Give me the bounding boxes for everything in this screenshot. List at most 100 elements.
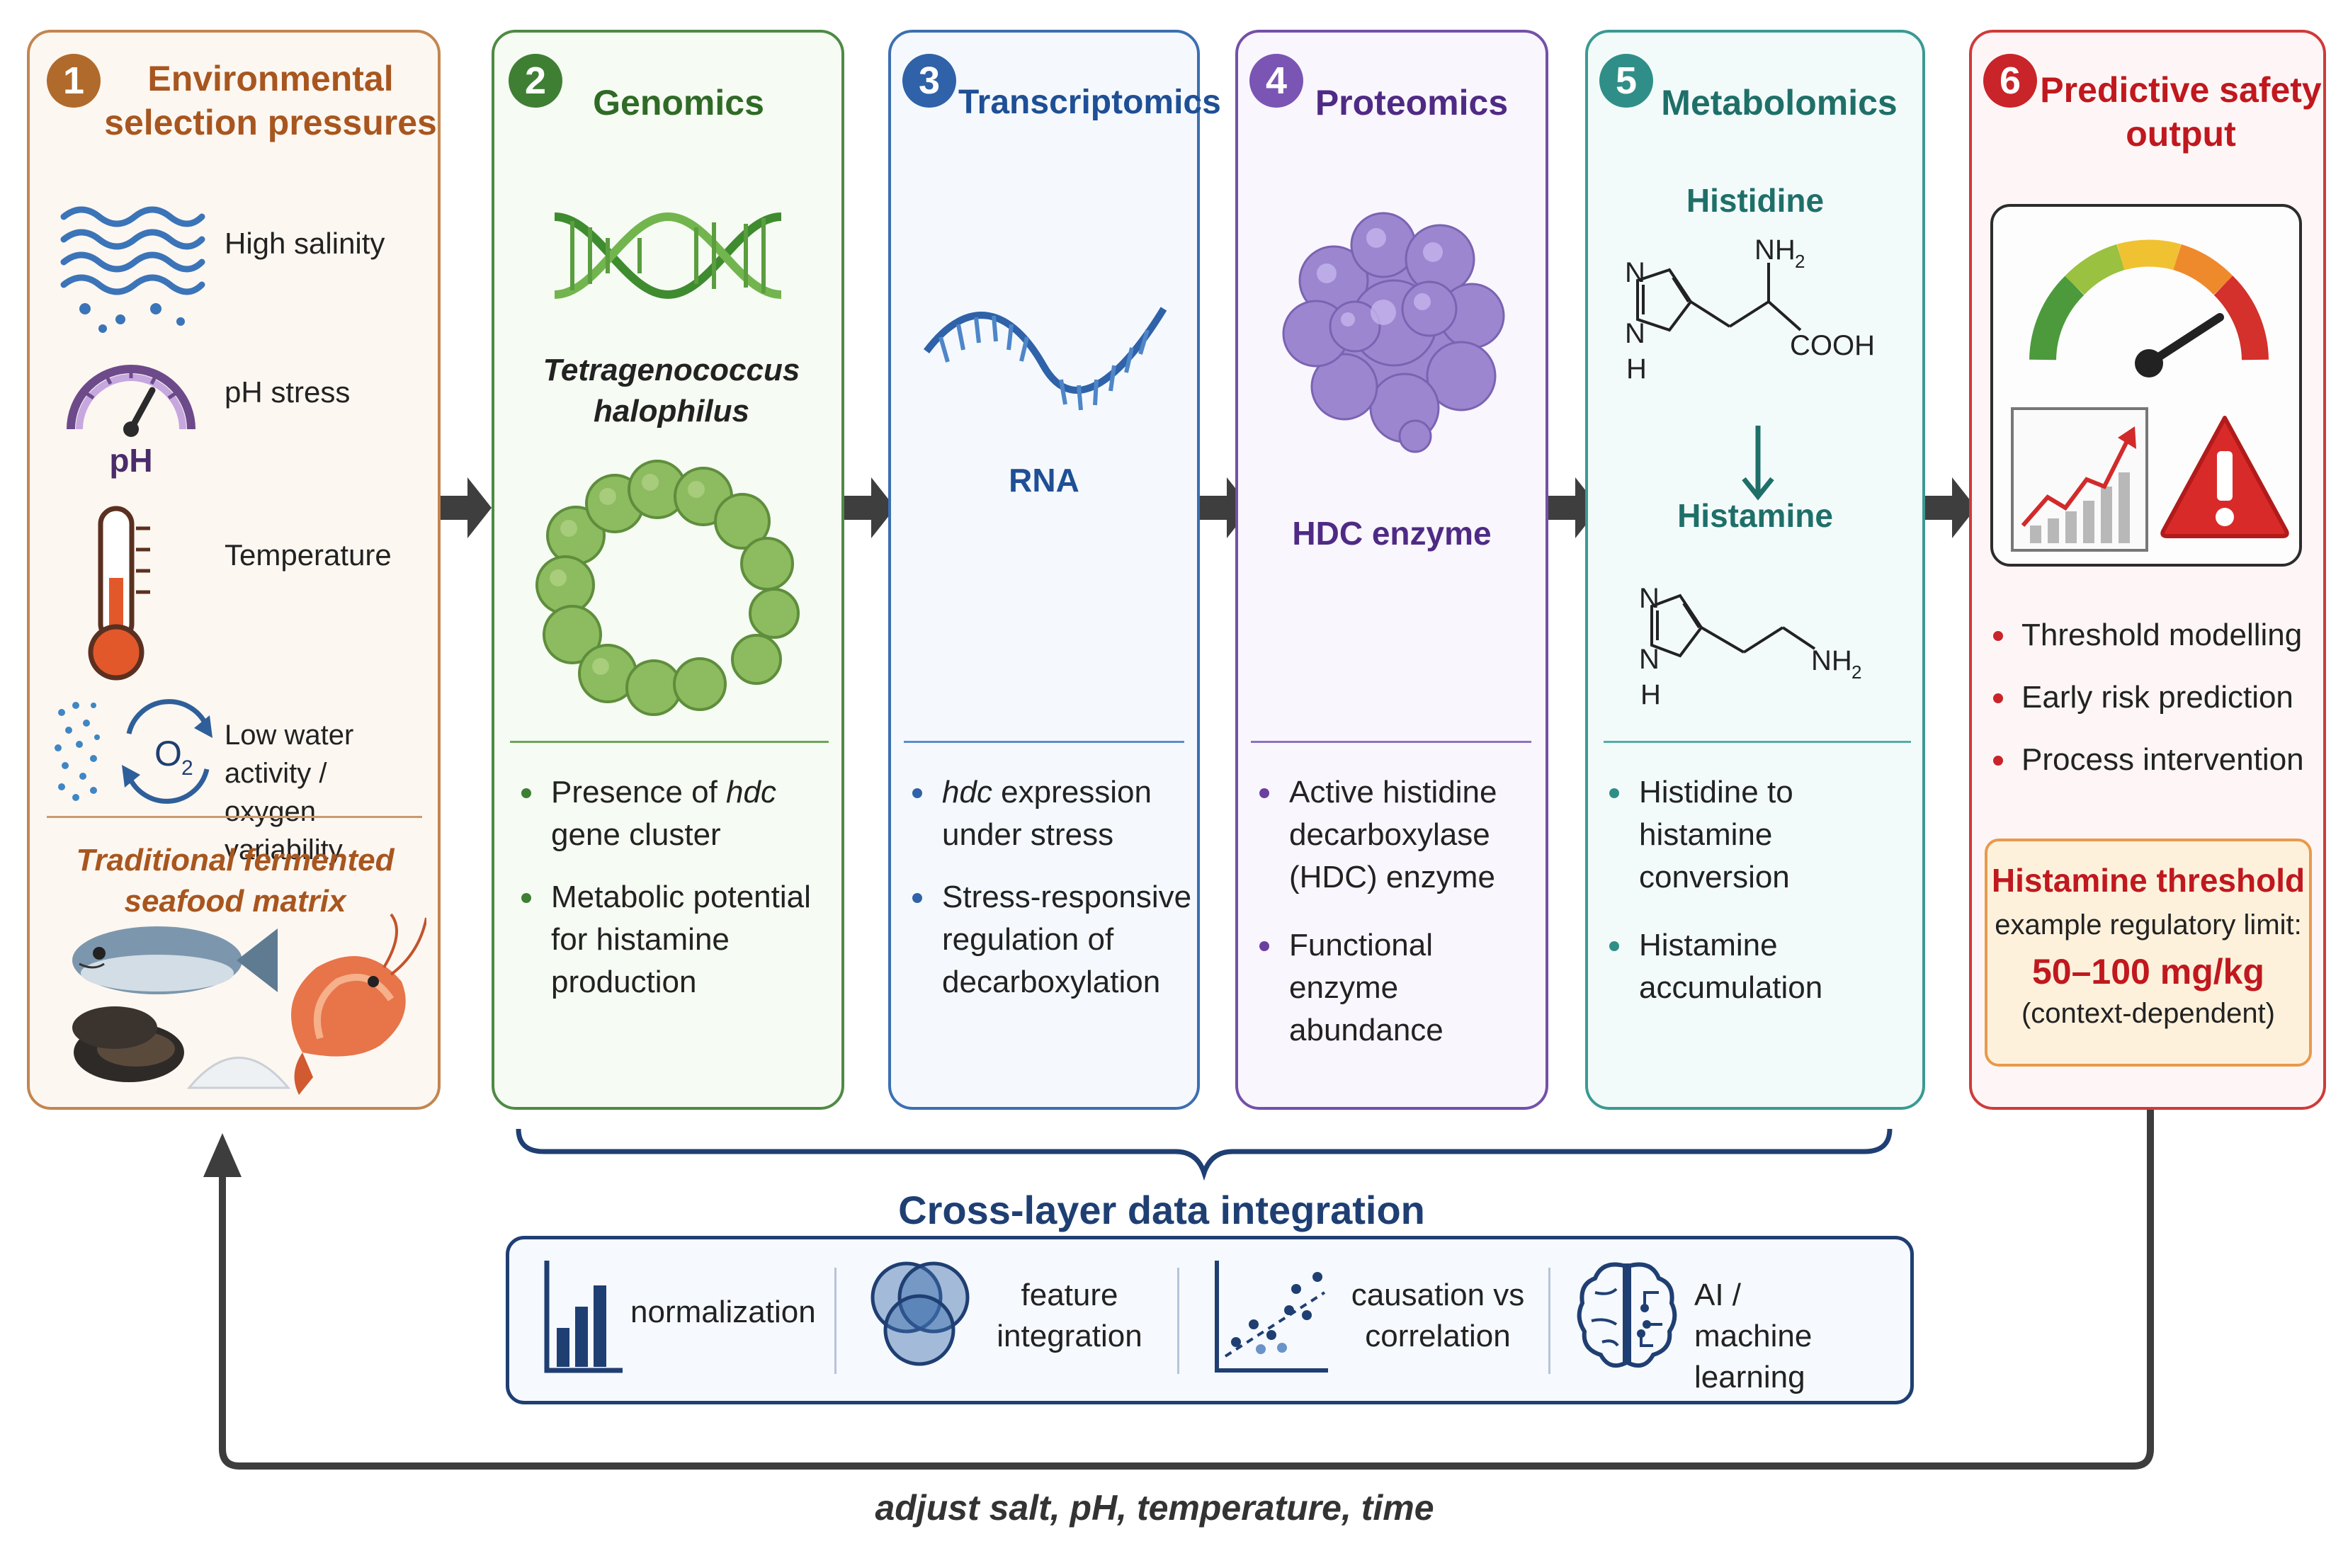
feedback-label: adjust salt, pH, temperature, time (875, 1488, 1434, 1528)
integration-title: Cross-layer data integration (898, 1188, 1425, 1232)
bullet-dot (521, 788, 531, 798)
rna-strand-icon (924, 307, 1167, 411)
factor-temperature: Temperature (225, 538, 392, 572)
flow-arrow-2-3 (844, 477, 895, 538)
atom-nh2: NH (1754, 234, 1796, 266)
trend-chart-icon (2011, 407, 2148, 552)
panel1-separator (47, 816, 422, 818)
matrix-label: Traditional fermented seafood matrix (76, 843, 395, 919)
factor-high-salinity: High salinity (225, 227, 385, 260)
bullet-dot (1993, 756, 2003, 766)
proteomics-bullet-1: Active histidine decarboxylase (HDC) enz… (1289, 775, 1497, 894)
rna-label: RNA (1009, 462, 1079, 499)
panel-environmental-pressures: 1 Environmental selection pressures High… (27, 30, 441, 1110)
histamine-structure: N N H NH 2 (1639, 583, 1861, 710)
bullet-dot (1609, 941, 1619, 951)
atom-subscript: 2 (1795, 251, 1805, 272)
bullet-dot (912, 788, 922, 798)
bullet-dot (1993, 693, 2003, 703)
bullet-dot (1993, 631, 2003, 641)
bar-chart-icon (544, 1261, 623, 1373)
threshold-title: Histamine threshold (1991, 862, 2306, 899)
atom-n: N (1639, 583, 1660, 614)
organism-name: Tetragenococcus halophilus (543, 353, 800, 428)
o2-letter: O (154, 734, 182, 773)
oxygen-cycle-icon: O 2 (55, 699, 212, 804)
panel6-title: Predictive safety output (2040, 70, 2322, 154)
bullet-dot (912, 893, 922, 903)
o2-subscript: 2 (181, 756, 193, 780)
thermometer-icon (88, 506, 150, 681)
panel3-separator (904, 741, 1184, 743)
atom-n: N (1625, 257, 1645, 288)
step-badge-4: 4 (1249, 54, 1303, 108)
proteomics-bullet-2: Functional enzyme abundance (1289, 928, 1444, 1047)
enzyme-label: HDC enzyme (1292, 515, 1492, 552)
panel2-title: Genomics (593, 83, 764, 123)
panel-metabolomics: 5 Metabolomics Histidine N N H NH 2 COOH… (1585, 30, 1925, 1110)
atom-subscript: 2 (1851, 661, 1861, 683)
atom-nh2: NH (1811, 645, 1852, 676)
safety-bullet-2: Early risk prediction (2021, 680, 2293, 715)
bullet-dot (1259, 788, 1269, 798)
panel-predictive-safety: 6 Predictive safety output Threshold mod… (1969, 30, 2326, 1110)
threshold-note: (context-dependent) (2021, 998, 2275, 1029)
histamine-label: Histamine (1677, 497, 1833, 534)
integration-item-feature: feature integration (997, 1278, 1142, 1353)
integration-divider (1548, 1268, 1550, 1374)
panel-genomics: 2 Genomics Tetragenococcus halophilus (492, 30, 844, 1110)
histidine-label: Histidine (1686, 182, 1825, 219)
venn-diagram-icon (870, 1261, 970, 1366)
integration-item-causation: causation vs correlation (1351, 1278, 1525, 1353)
panel3-title: Transcriptomics (958, 84, 1221, 121)
step-badge-5: 5 (1599, 54, 1653, 108)
step-badge-3: 3 (902, 54, 956, 108)
integration-brace (516, 1128, 1893, 1181)
panel2-separator (510, 741, 829, 743)
atom-h: H (1640, 679, 1661, 710)
bullet-dot (1259, 941, 1269, 951)
integration-item-ai: AI / machine learning (1694, 1278, 1813, 1394)
metabolomics-bullet-1: Histidine to histamine conversion (1639, 775, 1793, 894)
transcriptomics-bullet-1: hdc expression under stress (942, 775, 1152, 852)
step-badge-6: 6 (1983, 54, 2037, 108)
panel-transcriptomics: 3 Transcriptomics RNA hdc expression und… (888, 30, 1221, 1110)
panel-proteomics: 4 Proteomics HDC enzyme Active histidine… (1235, 30, 1548, 1110)
bacteria-chain-illustration (535, 460, 800, 716)
panel5-title: Metabolomics (1661, 83, 1898, 123)
safety-bullet-3: Process intervention (2021, 742, 2304, 777)
ph-icon-text: pH (109, 442, 152, 479)
integration-divider (834, 1268, 836, 1374)
ph-gauge-icon: pH (67, 365, 195, 479)
atom-n: N (1639, 644, 1660, 675)
brain-circuit-icon (1577, 1262, 1677, 1368)
step-badge-2: 2 (509, 54, 562, 108)
panel4-separator (1251, 741, 1531, 743)
atom-h: H (1626, 353, 1647, 385)
metabolomics-bullet-2: Histamine accumulation (1639, 928, 1823, 1005)
dna-helix-icon (554, 212, 782, 300)
bullet-dot (521, 893, 531, 903)
flow-arrow-1-2 (441, 477, 492, 538)
bullet-dot (1609, 788, 1619, 798)
scatter-plot-icon (1215, 1261, 1328, 1373)
threshold-value: 50–100 mg/kg (2032, 952, 2264, 992)
safety-bullet-1: Threshold modelling (2021, 618, 2303, 652)
threshold-subtitle: example regulatory limit: (1995, 909, 2302, 941)
atom-cooh: COOH (1790, 330, 1875, 361)
genomics-bullet-1: Presence of hdc gene cluster (551, 775, 776, 852)
histidine-structure: N N H NH 2 COOH (1625, 234, 1875, 385)
panel1-title: Environmental selection pressures (104, 59, 437, 142)
transcriptomics-bullet-2: Stress-responsive regulation of decarbox… (942, 880, 1192, 999)
atom-n: N (1625, 318, 1645, 349)
wave-icon (60, 206, 205, 333)
flow-arrow-5-6 (1925, 477, 1976, 538)
panel4-title: Proteomics (1315, 83, 1509, 123)
genomics-bullet-2: Metabolic potential for histamine produc… (551, 880, 811, 999)
integration-divider (1177, 1268, 1179, 1374)
risk-gauge-icon (2029, 239, 2269, 377)
threshold-box: Histamine threshold example regulatory l… (1985, 839, 2312, 1067)
factor-water-activity: Low water activity / oxygen variability (225, 720, 354, 865)
step-badge-1: 1 (47, 54, 101, 108)
warning-icon (2160, 416, 2289, 538)
